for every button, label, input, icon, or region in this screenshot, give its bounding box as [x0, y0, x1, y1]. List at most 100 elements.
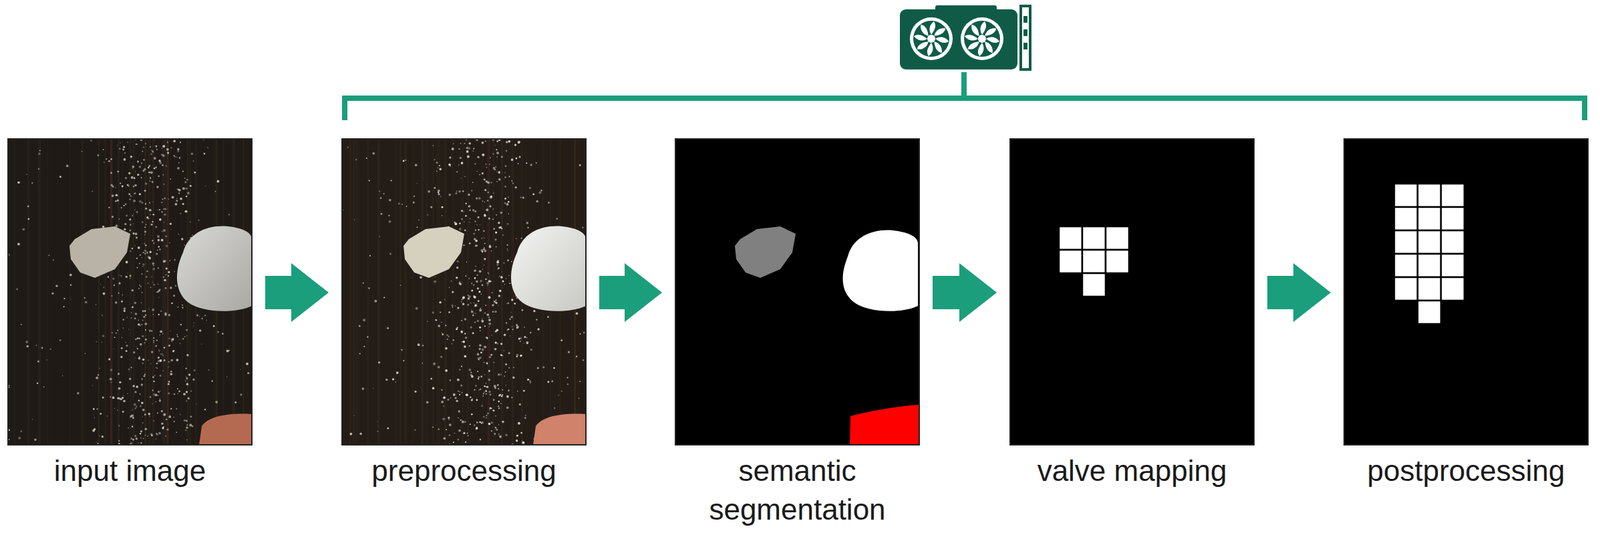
dust-speck	[100, 283, 102, 286]
rock	[199, 414, 252, 445]
dust-speck	[485, 382, 488, 385]
streak	[438, 138, 441, 445]
streak	[467, 138, 469, 445]
dust-speck	[132, 232, 135, 235]
dust-speck	[466, 155, 470, 159]
dust-speck	[578, 398, 580, 400]
gpu-port	[1023, 29, 1028, 37]
dust-speck	[537, 328, 540, 331]
dust-speck	[388, 199, 392, 202]
dust-speck	[481, 237, 484, 240]
dust-speck	[96, 408, 99, 410]
dust-speck	[142, 146, 145, 149]
dust-speck	[167, 366, 170, 369]
dust-speck	[470, 189, 473, 192]
dust-speck	[503, 334, 507, 337]
dust-speck	[505, 149, 508, 152]
dust-speck	[464, 441, 467, 443]
dust-speck	[474, 277, 477, 280]
dust-speck	[158, 218, 162, 221]
dust-speck	[70, 284, 72, 286]
dust-speck	[416, 226, 419, 228]
dust-speck	[105, 158, 107, 160]
dust-speck	[169, 259, 171, 262]
dust-speck	[505, 322, 508, 324]
dust-speck	[509, 318, 511, 320]
flow-arrow	[265, 263, 329, 323]
dust-speck	[150, 286, 152, 288]
dust-speck	[442, 417, 445, 421]
dust-speck	[507, 201, 510, 203]
dust-speck	[516, 434, 519, 437]
dust-speck	[493, 193, 495, 195]
dust-speck	[418, 219, 420, 222]
dust-speck	[150, 330, 153, 333]
dust-speck	[159, 390, 161, 392]
dust-speck	[507, 330, 508, 331]
dust-speck	[111, 194, 115, 198]
dust-speck	[547, 201, 550, 204]
dust-speck	[26, 345, 29, 348]
dust-speck	[128, 218, 131, 221]
dust-speck	[380, 197, 383, 200]
dust-speck	[472, 181, 474, 184]
dust-speck	[448, 423, 452, 427]
dust-speck	[472, 209, 475, 212]
dust-speck	[163, 355, 164, 357]
dust-speck	[167, 313, 171, 317]
gpu-port	[1023, 42, 1028, 50]
dust-speck	[116, 144, 118, 146]
dust-speck	[147, 412, 151, 416]
dust-speck	[140, 378, 143, 380]
dust-speck	[496, 263, 499, 266]
dust-speck	[464, 229, 467, 232]
dust-speck	[131, 247, 134, 250]
dust-speck	[505, 384, 507, 387]
dust-speck	[355, 158, 357, 161]
dust-speck	[182, 203, 185, 206]
dust-speck	[449, 397, 451, 399]
dust-speck	[464, 420, 467, 423]
dust-speck	[155, 401, 157, 403]
dust-speck	[504, 172, 506, 174]
dust-speck	[154, 226, 157, 229]
dust-speck	[101, 342, 103, 343]
dust-speck	[169, 330, 171, 332]
dust-speck	[48, 254, 51, 256]
dust-speck	[150, 223, 153, 226]
dust-speck	[140, 430, 143, 433]
dust-speck	[156, 148, 158, 151]
dust-speck	[152, 340, 155, 342]
dust-speck	[383, 193, 385, 195]
dust-speck	[138, 356, 140, 357]
dust-speck	[511, 180, 513, 182]
dust-speck	[481, 421, 484, 425]
dust-speck	[186, 382, 190, 386]
dust-speck	[204, 314, 206, 316]
dust-speck	[182, 338, 184, 340]
dust-speck	[446, 334, 448, 336]
dust-speck	[538, 191, 542, 194]
dust-speck	[49, 348, 51, 351]
dust-speck	[462, 340, 465, 343]
dust-speck	[152, 337, 155, 339]
dust-speck	[525, 341, 529, 345]
dust-speck	[175, 199, 178, 202]
dust-speck	[148, 256, 151, 260]
dust-speck	[487, 412, 490, 415]
dust-speck	[187, 191, 190, 195]
dust-speck	[465, 393, 469, 397]
dust-speck	[149, 146, 151, 148]
dust-speck	[207, 146, 209, 149]
dust-speck	[366, 157, 368, 159]
dust-speck	[474, 384, 477, 387]
dust-speck	[458, 222, 461, 225]
dust-speck	[474, 304, 477, 307]
dust-speck	[101, 314, 103, 316]
dust-speck	[506, 406, 510, 409]
flow-arrow	[1267, 263, 1331, 323]
dust-speck	[468, 295, 471, 298]
rock	[177, 226, 252, 312]
dust-speck	[483, 229, 486, 232]
dust-speck	[165, 235, 168, 238]
